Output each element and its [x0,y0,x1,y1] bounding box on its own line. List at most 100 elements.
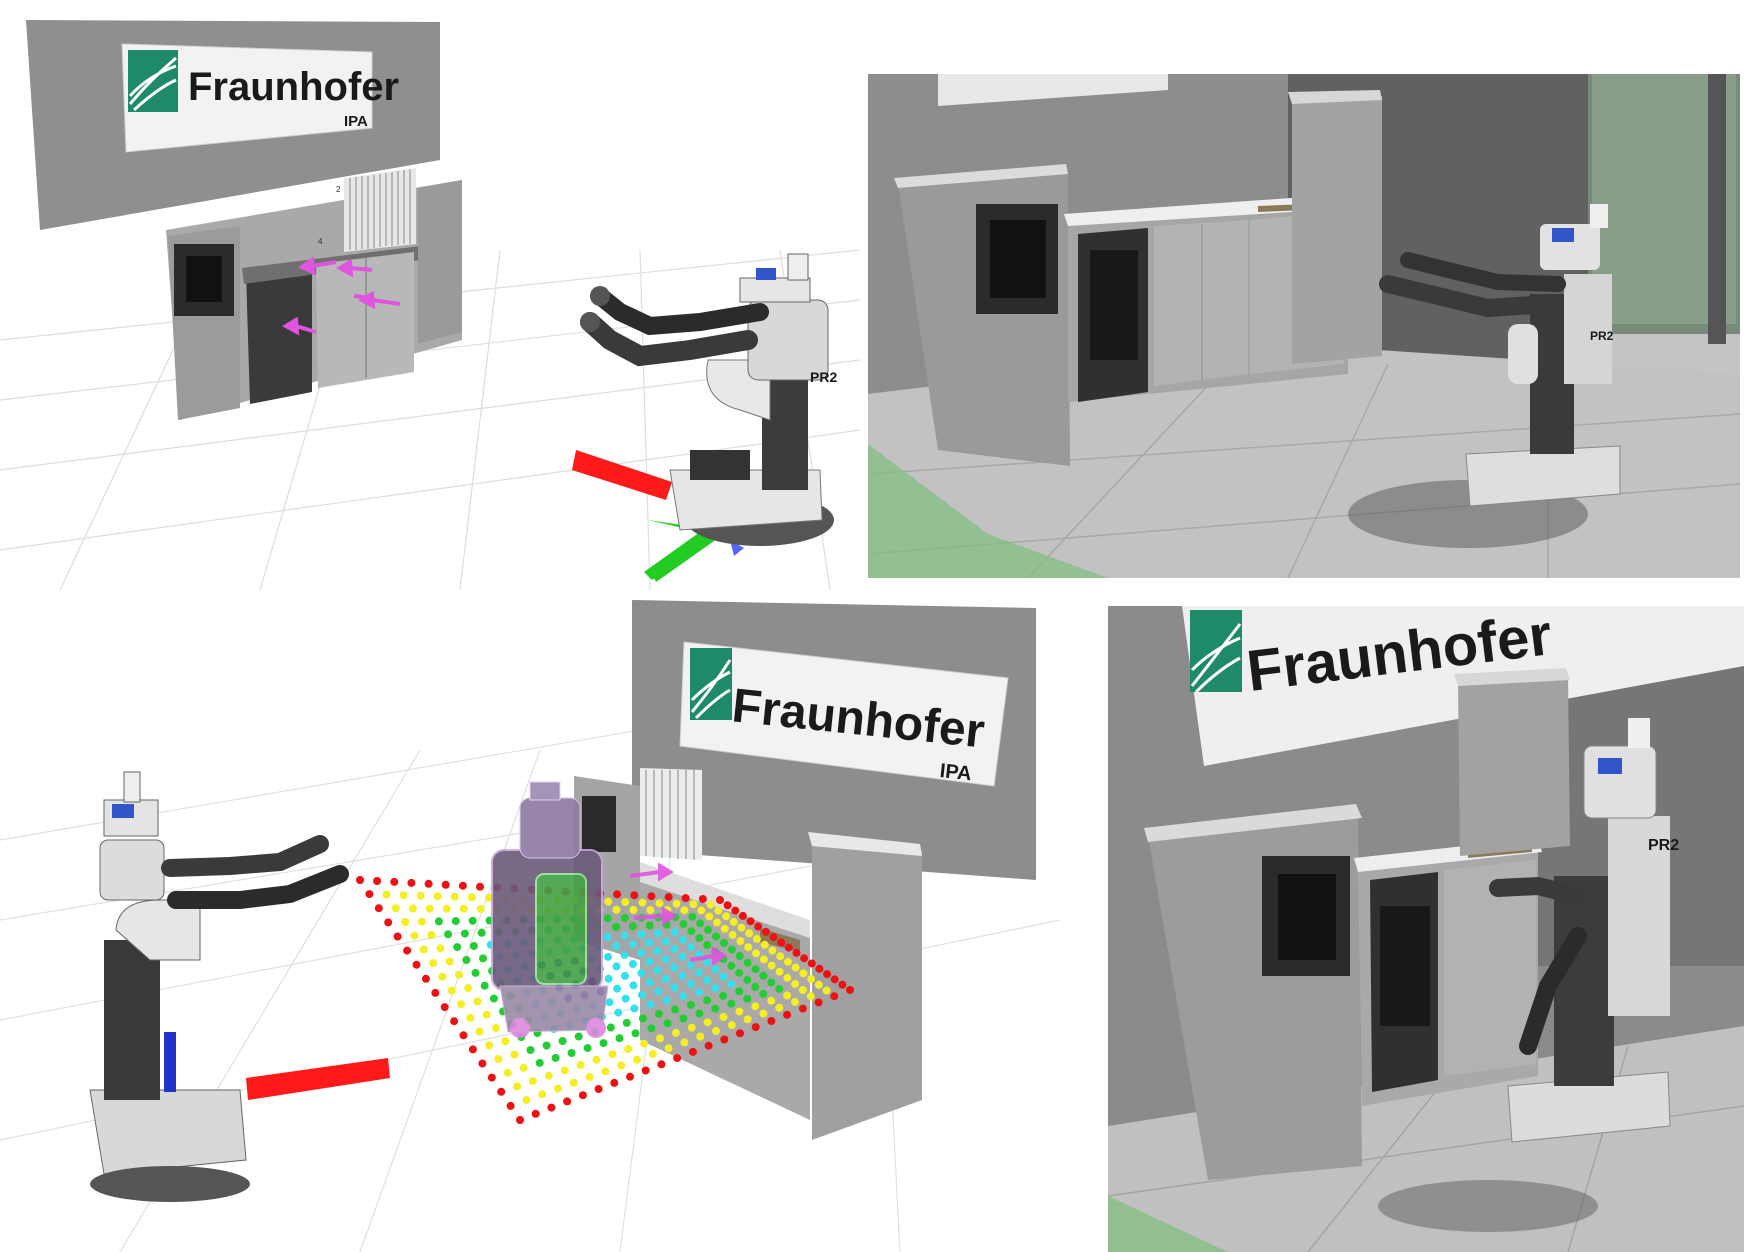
reachability-dot [653,947,662,955]
reachability-dot [613,890,622,899]
reachability-dot [656,1034,664,1043]
reachability-dot [482,1010,491,1019]
reachability-dot [661,955,670,964]
reachability-dot [814,980,823,989]
reachability-dot [838,980,847,989]
logo-sub-text-2: IPA [939,760,973,785]
reachability-dot [603,932,612,941]
reachability-dot [646,906,655,914]
reachability-dot [731,906,740,915]
reachability-dot [479,954,487,963]
reachability-dot [654,987,663,996]
reachability-dot [671,1005,679,1014]
reachability-dot [791,963,800,972]
reachability-dot [445,957,454,966]
reachability-dot [743,1015,752,1024]
reachability-dot [467,893,476,902]
reachability-dot [513,1082,522,1091]
reachability-dot [719,1012,728,1021]
reachability-dot [678,992,687,1001]
reachability-dot [671,1028,680,1037]
reachability-dot [421,974,430,983]
reachability-dot [444,930,453,939]
fraunhofer-logo-icon [128,50,178,112]
reachability-dot [606,1023,615,1032]
reachability-dot [698,895,707,903]
reachability-dot [645,978,654,987]
reachability-dot [716,896,724,904]
reachability-dot [615,1034,624,1043]
reachability-dot [846,986,854,994]
reachability-dot [678,935,687,944]
reachability-dot [604,897,613,906]
reachability-dot [705,912,714,921]
reachability-dot [735,952,744,961]
simulation-bottom-scene: Fraunhofer IPA [1108,606,1744,1252]
reachability-dot [466,1013,475,1022]
reachability-dot [569,1078,578,1087]
reachability-dot [542,1041,551,1050]
reachability-dot [696,919,705,928]
reachability-dot [767,996,776,1005]
reachability-dot [612,962,621,971]
reachability-dot [814,998,823,1007]
reachability-dot [751,1023,760,1032]
reachability-dot [613,984,622,993]
reachability-dot [680,906,689,915]
reachability-dot [735,968,744,977]
reachability-dot [455,970,463,979]
reachability-dot [431,988,440,997]
reachability-dot [638,898,647,907]
reachability-dot [450,1017,459,1026]
logo-brand-text: Fraunhofer [188,65,399,109]
reachability-dot [655,899,664,908]
reachability-dot [604,974,613,983]
reachability-dot [768,946,777,955]
reachability-dot [759,971,768,980]
reachability-dot [681,894,690,903]
reachability-dot [560,1066,569,1075]
reachability-dot [714,906,723,915]
reachability-dot [516,1116,524,1124]
reachability-dot [485,1041,494,1050]
reachability-dot [473,997,482,1006]
reachability-dot [712,932,720,941]
reachability-dot [629,905,638,914]
reachability-dot [738,911,747,920]
reachability-dot [686,960,695,969]
reachability-dot [703,941,712,949]
reachability-dot [775,967,784,976]
pr2-robot-left [89,771,390,1202]
x-axis-marker-2 [246,1058,390,1100]
reachability-dot [712,1026,720,1035]
reachability-dot [759,989,768,998]
reachability-dot [806,992,815,1001]
reachability-dot [657,1060,666,1069]
reachability-dot [558,1037,567,1045]
reachability-dot [754,922,763,931]
reachability-dot [574,1032,583,1041]
reachability-dot [662,937,671,946]
reachability-dot [599,1039,608,1048]
reachability-dot [451,917,460,926]
reachability-dot [767,1017,776,1025]
reachability-dot [663,1019,672,1028]
reachability-dot [399,891,408,900]
reachability-dot [458,881,467,890]
reachability-dot [670,963,679,972]
reachability-dot [620,931,629,940]
logo-board: Fraunhofer IPA [121,43,399,153]
reachability-dot [687,1000,695,1009]
rviz-top-scene: Fraunhofer IPA [0,20,860,590]
x-axis-marker [572,450,672,500]
reachability-dot [641,1066,650,1075]
reachability-dot [468,916,477,925]
reachability-dot [459,904,468,913]
reachability-dot [767,978,776,987]
reachability-dot [408,904,417,913]
robot-label: PR2 [810,369,837,385]
reachability-dot [447,986,456,995]
reachability-dot [704,1041,713,1050]
reachability-dot [736,937,745,945]
reachability-dot [686,943,695,951]
